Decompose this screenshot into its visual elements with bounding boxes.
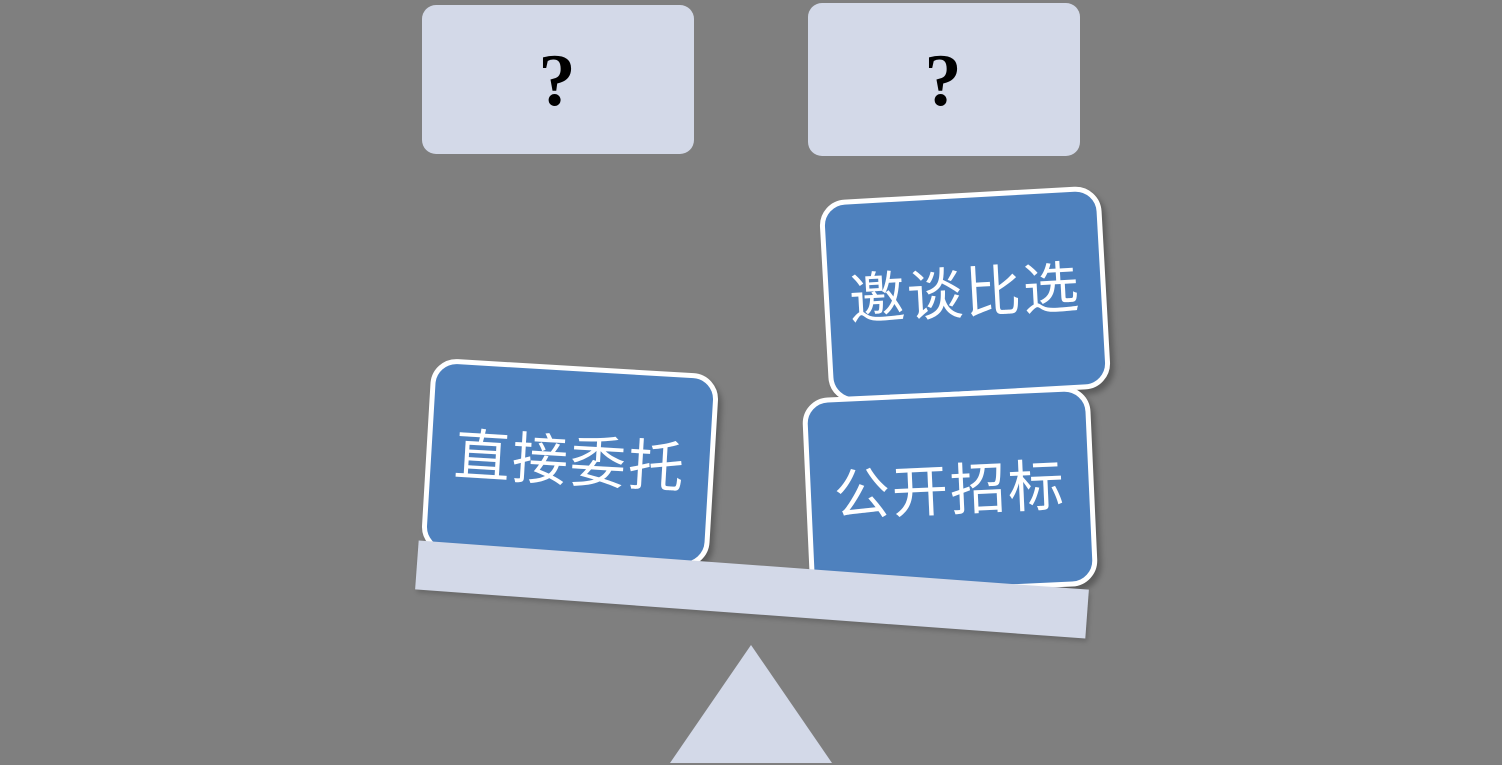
unknown-option-right-card[interactable]: ?	[808, 3, 1080, 156]
unknown-option-left-card[interactable]: ?	[422, 5, 694, 154]
option-label-invited-negotiation: 邀谈比选	[847, 257, 1083, 332]
option-card-open-tender[interactable]: 公开招标	[801, 385, 1099, 599]
option-card-invited-negotiation[interactable]: 邀谈比选	[818, 185, 1112, 404]
question-mark-icon: ?	[538, 39, 576, 122]
fulcrum-triangle-icon	[670, 645, 832, 763]
option-card-direct-commission[interactable]: 直接委托	[420, 357, 720, 569]
balance-fulcrum	[670, 645, 832, 765]
option-label-open-tender: 公开招标	[832, 455, 1068, 529]
question-mark-icon: ?	[924, 39, 962, 122]
option-label-direct-commission: 直接委托	[452, 425, 688, 501]
